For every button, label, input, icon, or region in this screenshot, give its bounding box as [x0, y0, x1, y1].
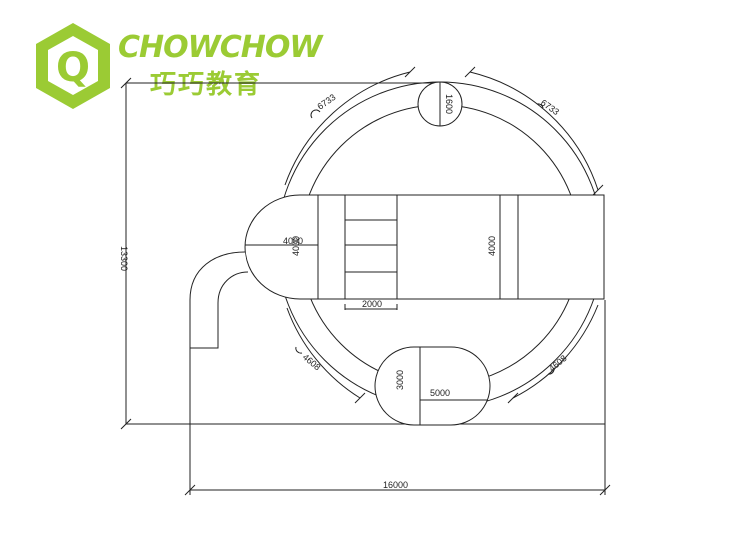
label-arc-lower-right: 4608 [547, 353, 569, 374]
slide [189, 251, 249, 349]
width-dim-tick-right [599, 484, 611, 496]
label-arc-upper-left: 6733 [315, 92, 337, 112]
label-left-pod-width: 4000 [283, 236, 303, 246]
arc-dim-upper-left [284, 71, 411, 186]
left-pod [244, 194, 319, 300]
label-bottom-pod-height: 3000 [395, 370, 405, 390]
logo-hexagon-icon: Q [36, 23, 110, 109]
brand-logo: Q [28, 18, 328, 113]
brand-name-cn: 巧巧教育 [150, 70, 263, 100]
label-top-pod: 1600 [444, 94, 454, 114]
logo-hexagon-inner [48, 36, 98, 95]
central-platform [317, 194, 605, 300]
arc-tick-ll-end [354, 392, 366, 404]
bottom-pod [374, 346, 491, 426]
arc-dim-upper-right [469, 71, 599, 191]
label-overall-width: 16000 [383, 480, 408, 490]
height-dim-tick-top [120, 77, 132, 89]
brand-name: CHOWCHOW [118, 30, 322, 65]
arc-dim-lower-left [286, 307, 361, 399]
stair-section [344, 194, 398, 300]
arc-symbol-ul [310, 109, 321, 119]
label-left-pod-height: 4000 [291, 236, 301, 256]
arc-tick-ul-end [404, 66, 416, 78]
height-dim-tick-bottom [120, 418, 132, 430]
width-dim-tick-left [184, 484, 196, 496]
logo-glyph: Q [56, 45, 90, 91]
arc-symbol-ll [295, 346, 303, 354]
arc-tick-ur-end [592, 184, 604, 196]
arc-tick-ur-start [464, 66, 476, 78]
arc-dim-lower-right [512, 304, 599, 399]
arc-symbol-ur [536, 103, 544, 109]
label-right-platform-height: 4000 [487, 236, 497, 256]
arc-symbol-lr [547, 368, 555, 375]
label-stair-width: 2000 [362, 299, 382, 309]
label-overall-height: 13300 [119, 246, 129, 271]
label-bottom-pod-width: 5000 [430, 388, 450, 398]
arc-tick-lr-start [507, 392, 519, 404]
